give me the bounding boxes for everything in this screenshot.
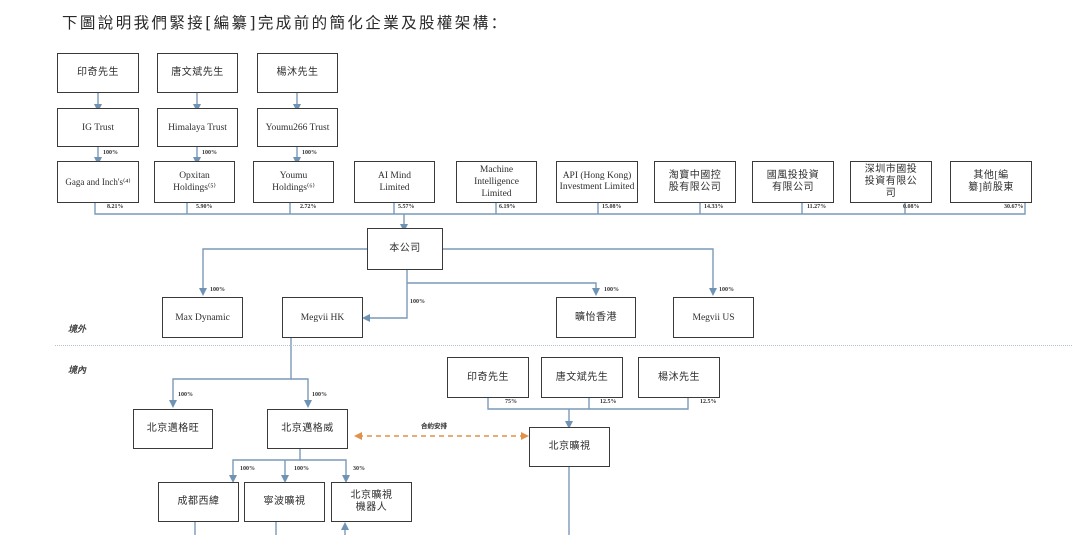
trust-pct: 100% — [302, 150, 317, 156]
subsidiary-box: 曠怡香港 — [556, 297, 636, 338]
shareholding-pct: 14.33% — [704, 204, 724, 210]
trust-box: Himalaya Trust — [157, 108, 238, 147]
vie-shareholders-bus — [487, 398, 689, 410]
founder-box: 楊沐先生 — [257, 53, 338, 93]
vie-shareholder-name: 唐文斌先生 — [555, 371, 609, 383]
subsidiary-name: Megvii HK — [300, 312, 345, 323]
company-box: 本公司 — [367, 228, 443, 270]
shareholder-box: Youmu Holdings⁽⁶⁾ — [253, 161, 334, 203]
shareholding-pct: 6.19% — [499, 204, 516, 210]
subsidiary-name: Max Dynamic — [175, 312, 230, 323]
shareholder-name: API (Hong Kong) Investment Limited — [559, 171, 635, 192]
vie-shareholder-box: 楊沐先生 — [638, 357, 720, 398]
vie-shareholder-box: 唐文斌先生 — [541, 357, 623, 398]
founder-box: 印奇先生 — [57, 53, 139, 93]
vie-name: 北京曠視 — [548, 441, 591, 452]
onshore-label: 境內 — [68, 366, 87, 376]
shareholder-name: Machine Intelligence Limited — [474, 165, 519, 199]
onshore-subsidiary-box: 成都西緯 — [158, 482, 239, 522]
vie-shareholder-pct: 75% — [505, 399, 517, 405]
connector-megviihk-wfoes — [169, 337, 292, 408]
onshore-subsidiary-pct: 100% — [294, 466, 309, 472]
shareholding-pct: 15.08% — [602, 204, 622, 210]
shareholder-box: AI Mind Limited — [354, 161, 435, 203]
shareholding-pct: 0.08% — [903, 204, 920, 210]
subsidiary-name: Megvii US — [692, 312, 735, 323]
offshore-onshore-divider — [55, 345, 1072, 346]
vie-box: 北京曠視 — [529, 427, 610, 467]
contractual-arrangement-label: 合約安排 — [421, 422, 447, 430]
shareholding-pct: 30.67% — [1004, 204, 1024, 210]
vie-shareholder-pct: 12.5% — [600, 399, 617, 405]
subsidiary-pct: 100% — [719, 287, 734, 293]
shareholder-box: 淘寶中國控股有限公司 — [654, 161, 736, 203]
shareholding-pct: 11.27% — [807, 204, 827, 210]
onshore-subsidiary-box: 寧波曠視 — [244, 482, 325, 522]
trust-name: Youmu266 Trust — [265, 122, 330, 133]
founder-name: 楊沐先生 — [276, 67, 319, 78]
subsidiary-pct: 100% — [210, 287, 225, 293]
shareholder-box: 國風投投資有限公司 — [752, 161, 834, 203]
shareholder-name: 深圳市國投投資有限公司 — [864, 164, 918, 199]
shareholders-bus — [94, 203, 1026, 215]
company-name: 本公司 — [389, 243, 421, 254]
vie-shareholder-box: 印奇先生 — [447, 357, 529, 398]
shareholder-name: Opxitan Holdings⁽⁵⁾ — [173, 171, 216, 193]
offshore-label: 境外 — [68, 325, 87, 335]
wfoe-pct: 100% — [178, 392, 193, 398]
founder-box: 唐文斌先生 — [157, 53, 238, 93]
shareholder-name: Youmu Holdings⁽⁶⁾ — [272, 171, 315, 193]
connector-company-kuangyi — [407, 282, 600, 296]
shareholding-pct: 8.21% — [107, 204, 124, 210]
shareholder-box: API (Hong Kong) Investment Limited — [556, 161, 638, 203]
onshore-subsidiary-pct: 30% — [353, 466, 365, 472]
wfoe-pct: 100% — [312, 392, 327, 398]
wfoe-box: 北京邁格旺 — [133, 409, 213, 449]
page-title: 下圖說明我們緊接[編纂]完成前的簡化企業及股權架構： — [62, 14, 509, 32]
onshore-subsidiary-pct: 100% — [240, 466, 255, 472]
trust-pct: 100% — [103, 150, 118, 156]
vie-shareholder-name: 印奇先生 — [467, 371, 509, 383]
shareholding-pct: 2.72% — [300, 204, 317, 210]
shareholder-name: 國風投投資有限公司 — [766, 170, 820, 193]
trust-name: Himalaya Trust — [168, 122, 227, 133]
shareholder-name: AI Mind Limited — [378, 171, 411, 193]
subsidiary-pct: 100% — [410, 299, 425, 305]
founder-name: 印奇先生 — [77, 67, 119, 78]
shareholder-name: 淘寶中國控股有限公司 — [668, 170, 722, 193]
connector-company-maxdynamic — [199, 248, 367, 296]
subsidiary-pct: 100% — [604, 287, 619, 293]
connector-wfoe2-subs — [229, 446, 301, 483]
shareholder-box: Opxitan Holdings⁽⁵⁾ — [154, 161, 235, 203]
trust-pct: 100% — [202, 150, 217, 156]
onshore-subsidiary-box: 北京曠視機器人 — [331, 482, 412, 522]
shareholder-box: 其他[編纂]前股東 — [950, 161, 1032, 203]
onshore-subsidiary-name: 北京曠視機器人 — [350, 490, 393, 513]
shareholder-name: Gaga and Inch's⁽⁴⁾ — [65, 177, 131, 187]
wfoe-box: 北京邁格威 — [267, 409, 348, 449]
shareholder-box: 深圳市國投投資有限公司 — [850, 161, 932, 203]
founder-name: 唐文斌先生 — [171, 67, 224, 78]
subsidiary-box: Megvii US — [673, 297, 754, 338]
shareholder-name: 其他[編纂]前股東 — [968, 170, 1014, 193]
vie-shareholder-name: 楊沐先生 — [658, 371, 700, 383]
connector-company-megviihk — [362, 270, 408, 322]
trust-box: IG Trust — [57, 108, 139, 147]
connector-company-megviius — [443, 248, 717, 296]
wfoe-name: 北京邁格旺 — [146, 423, 200, 434]
shareholding-pct: 5.90% — [196, 204, 213, 210]
subsidiary-box: Max Dynamic — [162, 297, 243, 338]
subsidiary-box: Megvii HK — [282, 297, 363, 338]
shareholder-box: Machine Intelligence Limited — [456, 161, 537, 203]
onshore-subsidiary-name: 寧波曠視 — [263, 496, 306, 507]
trust-box: Youmu266 Trust — [257, 108, 338, 147]
wfoe-name: 北京邁格威 — [281, 423, 334, 434]
trust-name: IG Trust — [82, 122, 114, 133]
vie-shareholder-pct: 12.5% — [700, 399, 717, 405]
subsidiary-name: 曠怡香港 — [575, 311, 617, 323]
shareholder-box: Gaga and Inch's⁽⁴⁾ — [57, 161, 139, 203]
onshore-subsidiary-name: 成都西緯 — [177, 496, 220, 507]
shareholding-pct: 5.57% — [398, 204, 415, 210]
